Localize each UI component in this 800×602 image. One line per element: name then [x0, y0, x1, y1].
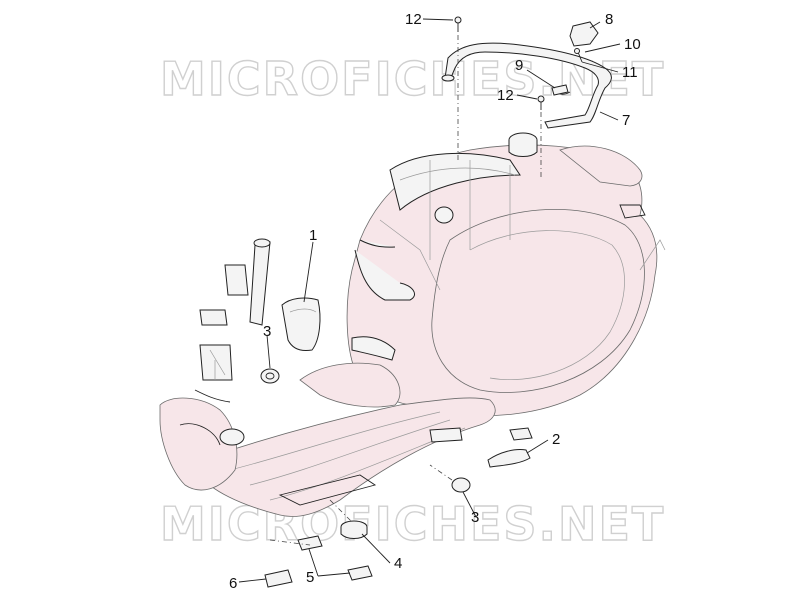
callout-3-left: 3 [263, 323, 271, 340]
part-5-rubber-pad-lower [347, 565, 373, 581]
part-6-rubber-pad [264, 569, 293, 588]
callout-10: 10 [624, 36, 641, 53]
scooter-body [159, 132, 666, 517]
callout-12-top: 12 [405, 11, 422, 28]
callout-4: 4 [394, 555, 402, 572]
part-5-rubber-pad-upper [297, 535, 323, 551]
callout-8: 8 [605, 11, 613, 28]
callout-7: 7 [622, 112, 630, 129]
callout-1: 1 [309, 227, 317, 244]
part-3-grommet-right [451, 477, 471, 493]
watermark-bottom: MICROFICHES.NET [160, 497, 665, 551]
rack-small-parts [454, 16, 599, 110]
callout-11: 11 [622, 64, 638, 81]
callout-3-right: 3 [471, 509, 479, 526]
part-1-glove-box-cover [281, 297, 321, 351]
callout-2: 2 [552, 431, 560, 448]
callout-6: 6 [229, 575, 237, 592]
callout-9: 9 [515, 57, 523, 74]
callout-5: 5 [306, 569, 314, 586]
leader-lines [238, 18, 621, 583]
callout-12-mid: 12 [497, 87, 514, 104]
part-2-side-trim [487, 449, 531, 468]
part-3-grommet-left [260, 368, 280, 384]
rear-rack [441, 42, 612, 129]
